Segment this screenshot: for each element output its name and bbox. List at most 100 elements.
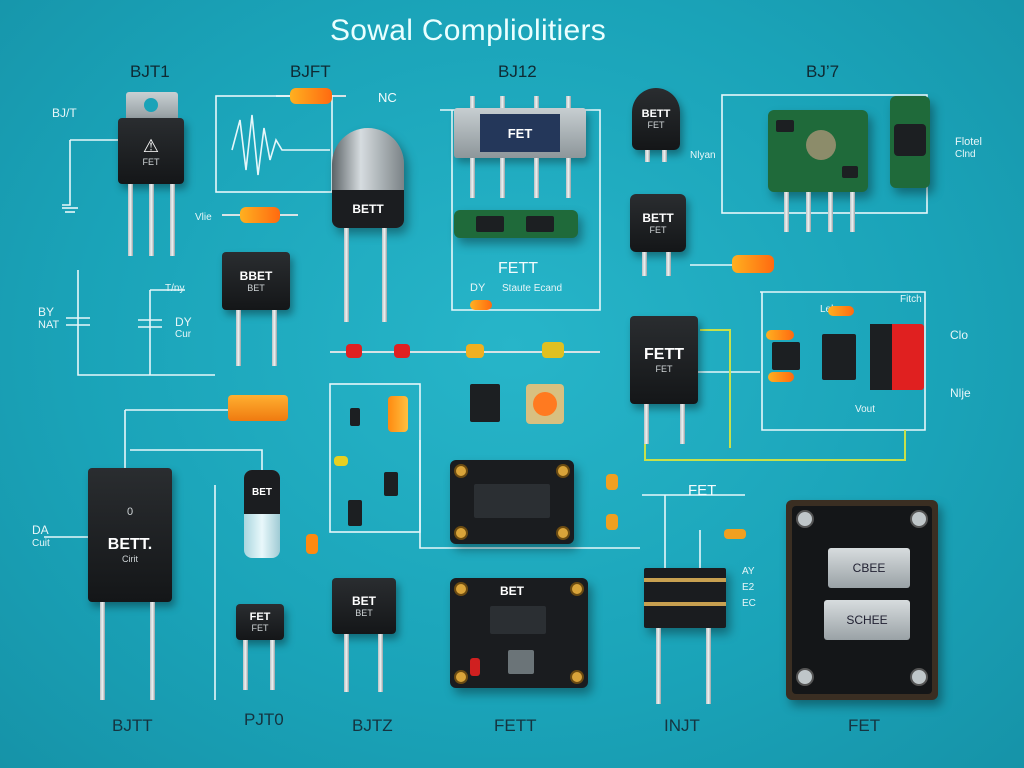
lead [149, 184, 154, 256]
label-nlyan: Nlyan [690, 150, 716, 161]
lead [534, 158, 539, 198]
label-tny: T/ny [165, 283, 185, 294]
potentiometer [526, 384, 564, 424]
relay-board: CBEE SCHEE [786, 500, 938, 700]
lead [470, 158, 475, 198]
top-label-bj7: BJ’7 [806, 62, 840, 81]
resistor [766, 330, 794, 340]
diode [542, 342, 564, 358]
resistor [732, 255, 774, 273]
relay-a: CBEE [828, 548, 910, 588]
relay-b: SCHEE [824, 600, 910, 640]
lead [806, 192, 811, 232]
resistor [470, 300, 492, 310]
green-pcb-board [768, 110, 868, 192]
label-dy-fett: DY [470, 282, 486, 294]
glass-vial-component: BET [244, 470, 280, 558]
lead [243, 640, 248, 690]
black-pcb-bottom: BET [450, 578, 588, 688]
lead [850, 192, 855, 232]
transistor-to220-label: FET [142, 156, 160, 167]
resistor-array [228, 395, 288, 421]
small-transistor [384, 472, 398, 496]
capacitor [388, 396, 408, 432]
lead [150, 602, 155, 700]
lead [706, 628, 711, 704]
label-bjt-left: BJ/T [52, 106, 77, 120]
bottom-label-pjt0: PJT0 [244, 710, 284, 729]
ic-chip [470, 384, 500, 422]
label-dy-cur: Cur [175, 329, 192, 340]
resistor [240, 207, 280, 223]
fett-module-label: FETT [498, 260, 538, 277]
lead [666, 252, 671, 276]
label-flotel: Flotel [955, 136, 982, 148]
capacitor [306, 534, 318, 554]
transistor-to220: ⚠ FET [118, 118, 184, 184]
lead [656, 628, 661, 704]
inductor-board [890, 96, 930, 188]
lead [272, 310, 277, 366]
bottom-label-bjtz: BJTZ [352, 716, 393, 735]
lead [344, 228, 349, 322]
lead [128, 184, 133, 256]
label-vlie: Vlie [195, 212, 212, 223]
capacitor [606, 514, 618, 530]
label-ec: EC [742, 598, 756, 609]
lead [382, 228, 387, 322]
heatsink-tab [126, 92, 178, 122]
lead [470, 96, 475, 108]
label-fitch: Fitch [900, 294, 922, 305]
lead [534, 96, 539, 108]
bottom-label-fett: FETT [494, 716, 537, 735]
module-top: FET [454, 108, 586, 158]
lead [566, 158, 571, 198]
black-pcb-module [450, 460, 574, 544]
to92-transistor-a: BETT FET [632, 88, 680, 150]
top-label-bj12: BJ12 [498, 62, 537, 81]
lead [100, 602, 105, 700]
label-dy: DY [175, 315, 192, 329]
power-transistor: 0 BETT. Cirit [88, 468, 172, 602]
ic-chip [772, 342, 800, 370]
lead [662, 150, 667, 162]
lead [500, 158, 505, 198]
warning-icon: ⚠ [142, 135, 160, 156]
label-da: DA [32, 523, 49, 537]
top-label-bjft: BJFT [290, 62, 331, 81]
lead [236, 310, 241, 366]
bottom-label-bjtt: BJTT [112, 716, 153, 735]
lead [170, 184, 175, 256]
lead [644, 404, 649, 444]
small-fet: FET FET [236, 604, 284, 640]
label-e2: E2 [742, 582, 755, 593]
resistor [290, 88, 332, 104]
top-label-nc: NC [378, 90, 397, 105]
capacitor [606, 474, 618, 490]
capacitor [724, 529, 746, 539]
lead [270, 640, 275, 690]
label-ay: AY [742, 566, 755, 577]
fett-package: FETT FET [630, 316, 698, 404]
label-nlje: Nlje [950, 386, 971, 400]
lead [344, 634, 349, 692]
label-clnd: Clnd [955, 149, 976, 160]
to92-transistor-b: BETT FET [630, 194, 686, 252]
metal-can-label: BETT [332, 190, 404, 228]
bottom-label-injt: INJT [664, 716, 700, 735]
module-top-label: FET [480, 114, 560, 152]
label-fet-side: FET [688, 482, 717, 499]
metal-can-transistor: BETT [332, 128, 404, 228]
bet-package: BET BET [332, 578, 396, 634]
ic-chip [822, 334, 856, 380]
label-vout: Vout [855, 404, 876, 415]
diode [466, 344, 484, 358]
led-red [394, 344, 410, 358]
lead [680, 404, 685, 444]
label-nat: NAT [38, 319, 60, 331]
small-transistor [348, 500, 362, 526]
green-pcb-strip [454, 210, 578, 238]
label-da-cuit: Cuit [32, 538, 50, 549]
bbet-package: BBET BET [222, 252, 290, 310]
lead [645, 150, 650, 162]
